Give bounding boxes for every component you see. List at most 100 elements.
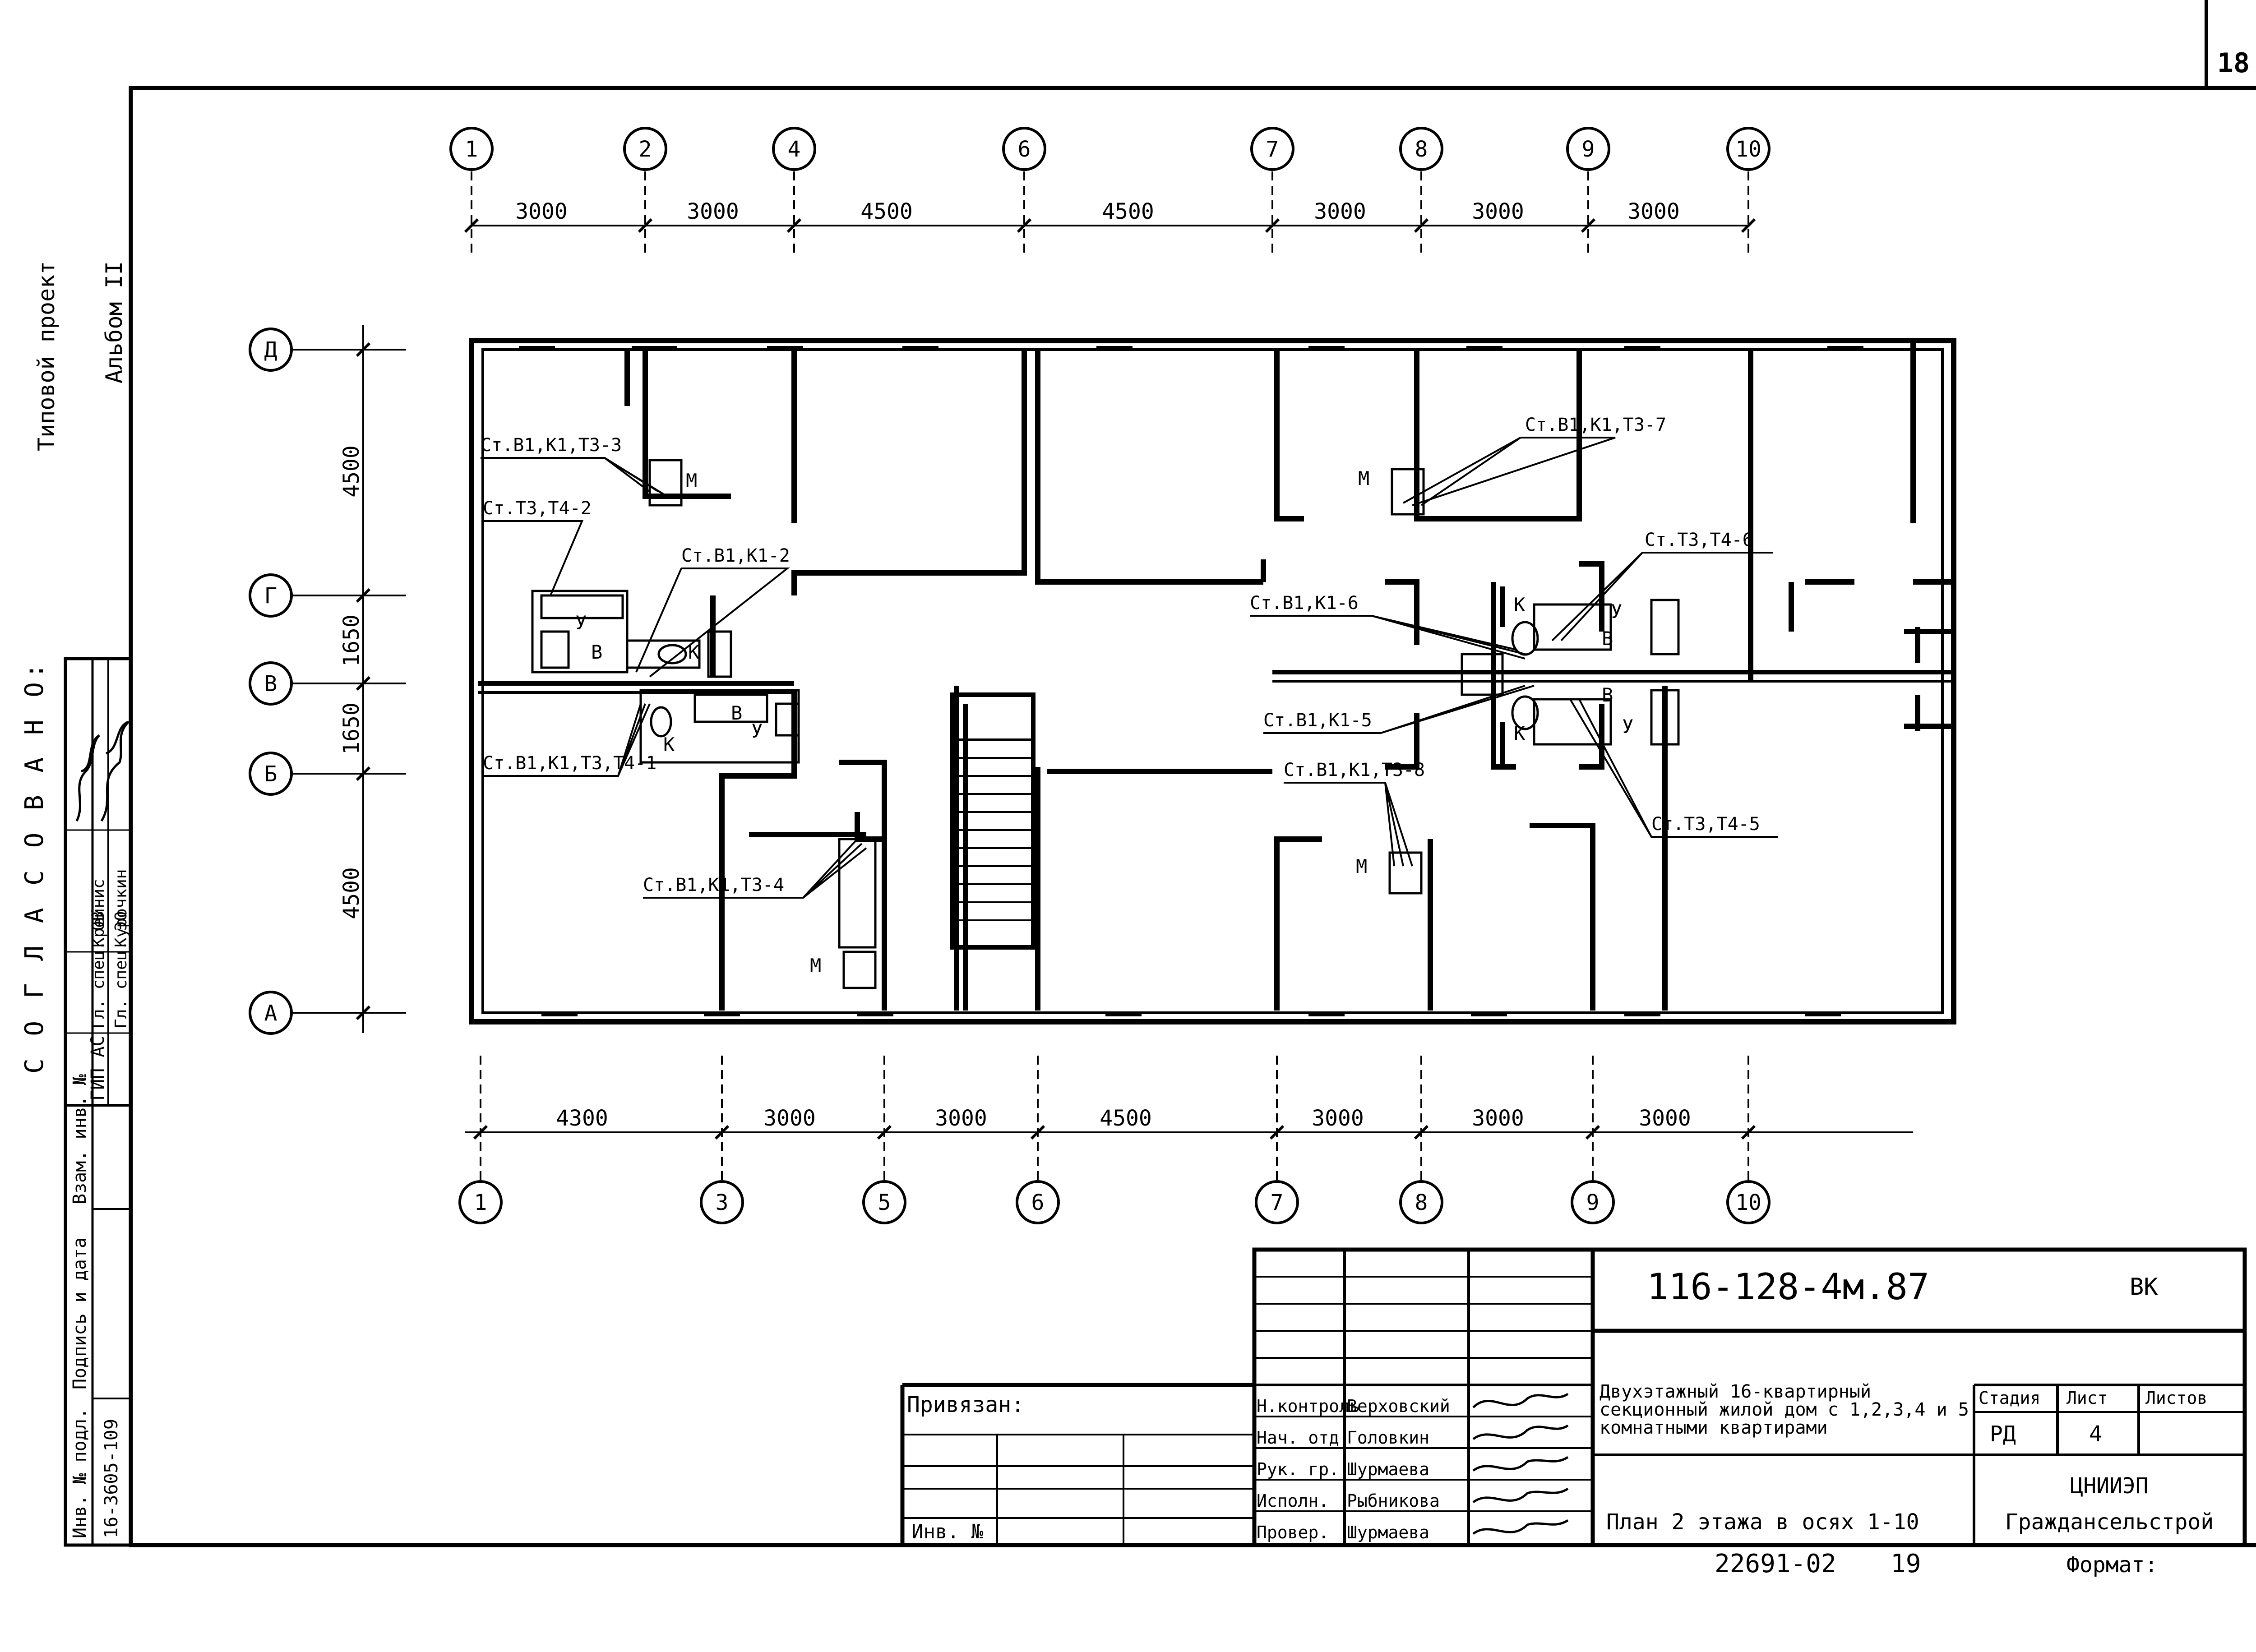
callout-riser-k6: Ст.В1,К1-6 xyxy=(1250,593,1359,614)
fixture-v-2: В xyxy=(731,702,742,724)
name-2: Головкин xyxy=(1347,1428,1429,1448)
approval-role-2: Гл. спец. ОВ xyxy=(89,911,108,1029)
role-3: Рук. гр. xyxy=(1257,1459,1339,1479)
axis-bubble-left-2-circle xyxy=(249,573,293,618)
dim-bottom-6: 3000 xyxy=(1472,1106,1524,1131)
role-2: Нач. отд. xyxy=(1257,1428,1350,1448)
fixture-u-1: У xyxy=(575,612,587,634)
dim-top-6: 3000 xyxy=(1472,199,1524,224)
dim-top-7: 3000 xyxy=(1627,199,1680,224)
axis-bubble-left-1: Д xyxy=(264,337,277,363)
org-line1: ЦНИИЭП xyxy=(2070,1473,2148,1499)
axis-bubble-bottom-6: 8 xyxy=(1415,1190,1428,1215)
dim-left-3: 1650 xyxy=(339,702,364,755)
stage-value: РД xyxy=(1990,1421,2016,1447)
dim-bottom-3: 3000 xyxy=(935,1106,987,1131)
dim-tick-top-2 xyxy=(638,218,653,233)
axis-bubble-left-1-circle xyxy=(249,328,293,372)
callout-riser-k5: Ст.В1,К1-5 xyxy=(1263,710,1372,731)
side-strip: Типовой проект Альбом II С О Г Л А С О В… xyxy=(20,261,133,1547)
dim-tick-bottom-4 xyxy=(1030,1125,1045,1140)
callout-riser-1: Ст.В1,К1,Т3,Т4-1 xyxy=(483,753,656,774)
axis-bubble-bottom-2-circle xyxy=(700,1180,744,1224)
role-1: Н.контроль xyxy=(1257,1396,1360,1416)
signature-kurochkin xyxy=(100,720,129,822)
fixture-m-4: М xyxy=(810,955,821,977)
drawing-code: 116-128-4м.87 xyxy=(1647,1266,1929,1308)
sheet-value: 4 xyxy=(2089,1421,2102,1447)
dim-tick-bottom-6 xyxy=(1414,1125,1429,1140)
dim-tick-top-3 xyxy=(786,218,802,233)
riser-callouts: Ст.В1,К1,Т3-3 Ст.Т3,Т4-2 Ст.В1,К1-2 Ст.В… xyxy=(481,415,1778,899)
dim-bottom-1: 4300 xyxy=(556,1106,608,1131)
dim-tick-bottom-8 xyxy=(1741,1125,1756,1140)
callout-riser-2: Ст.Т3,Т4-2 xyxy=(483,498,592,519)
fixture-v-3: В xyxy=(1602,628,1613,650)
axis-bubble-top-4: 6 xyxy=(1018,137,1031,162)
axis-bubble-bottom-5-circle xyxy=(1255,1180,1299,1224)
axis-bubble-left-3: В xyxy=(264,671,277,697)
fixture-v-1: В xyxy=(591,641,602,663)
axis-bubble-bottom-1-circle xyxy=(458,1180,503,1224)
axis-bubble-top-3-circle xyxy=(772,127,816,171)
axis-bubble-bottom-4: 6 xyxy=(1031,1190,1045,1215)
dim-tick-bottom-1 xyxy=(473,1125,488,1140)
sheets-header: Листов xyxy=(2145,1388,2207,1408)
dim-tick-left-1 xyxy=(356,342,371,357)
axis-bubble-top-5: 7 xyxy=(1266,137,1279,162)
callout-riser-6: Ст.Т3,Т4-6 xyxy=(1645,530,1753,550)
axis-bubble-left-5: А xyxy=(264,1001,277,1026)
dim-top-3: 4500 xyxy=(860,199,913,224)
axis-bubble-bottom-4-circle xyxy=(1016,1180,1060,1224)
fixture-letters: М М М М У У У У В В В В К К К К xyxy=(575,467,1633,977)
dim-tick-left-2 xyxy=(356,588,371,603)
axis-bubble-top-5-circle xyxy=(1250,127,1294,171)
fixture-k-2: К xyxy=(663,734,675,756)
axis-bubble-top-1: 1 xyxy=(465,137,478,162)
dim-tick-top-1 xyxy=(464,218,479,233)
sheet-number: 18 xyxy=(2217,47,2250,79)
axis-bubble-bottom-3: 5 xyxy=(878,1190,891,1215)
inv-header-3: Взам. инв. № xyxy=(69,1074,90,1204)
dim-tick-top-6 xyxy=(1414,218,1429,233)
axis-bubble-left-2: Г xyxy=(264,583,277,609)
fixture-m-2: М xyxy=(1358,467,1369,489)
org-line2: Граждансельстрой xyxy=(2005,1509,2214,1535)
title-block: Привязан: Инв. № Н.контроль Нач. отд. Ру… xyxy=(900,1247,2247,1578)
axis-bubble-left-4-circle xyxy=(249,752,293,796)
axis-bubble-top-3: 4 xyxy=(788,137,801,162)
axis-bubble-left-3-circle xyxy=(249,661,293,706)
inv-header-2: Подпись и дата xyxy=(69,1237,90,1389)
axis-bubble-bottom-7-circle xyxy=(1571,1180,1615,1224)
dim-tick-bottom-5 xyxy=(1269,1125,1285,1140)
dim-top-4: 4500 xyxy=(1102,199,1154,224)
dim-tick-bottom-2 xyxy=(714,1125,730,1140)
fixture-m-3: М xyxy=(1356,855,1367,877)
approval-role-3: Гл. спец. ЭО xyxy=(112,911,130,1029)
callout-riser-5: Ст.Т3,Т4-5 xyxy=(1651,814,1760,835)
callout-riser-8: Ст.В1,К1,Т3-8 xyxy=(1284,760,1425,780)
privyazan-label: Привязан: xyxy=(907,1392,1024,1417)
approval-name-3: Курочкин xyxy=(112,869,130,947)
axis-bubble-bottom-6-circle xyxy=(1399,1180,1443,1224)
sheet-header: Лист xyxy=(2066,1388,2108,1408)
dim-left-4: 4500 xyxy=(339,867,364,919)
axis-bubble-top-1-circle xyxy=(449,127,494,171)
callout-riser-7: Ст.В1,К1,Т3-7 xyxy=(1525,415,1666,435)
order-suffix: 19 xyxy=(1891,1549,1921,1578)
staircase xyxy=(950,692,1036,950)
fixture-v-4: В xyxy=(1602,684,1613,706)
axis-bubble-bottom-1: 1 xyxy=(474,1190,487,1215)
axis-bubble-bottom-2: 3 xyxy=(716,1190,729,1215)
axis-bubble-bottom-8-circle xyxy=(1726,1180,1771,1224)
dim-left-1: 4500 xyxy=(339,445,364,498)
name-1: Верховский xyxy=(1347,1396,1450,1416)
dim-tick-top-8 xyxy=(1741,218,1756,233)
inv-header-1: Инв. № подл. xyxy=(69,1408,90,1538)
approval-role-1: ГИП АС xyxy=(88,1036,108,1101)
dim-bottom-4: 4500 xyxy=(1100,1106,1152,1131)
axis-bubble-top-4-circle xyxy=(1002,127,1046,171)
role-5: Провер. xyxy=(1257,1523,1329,1542)
